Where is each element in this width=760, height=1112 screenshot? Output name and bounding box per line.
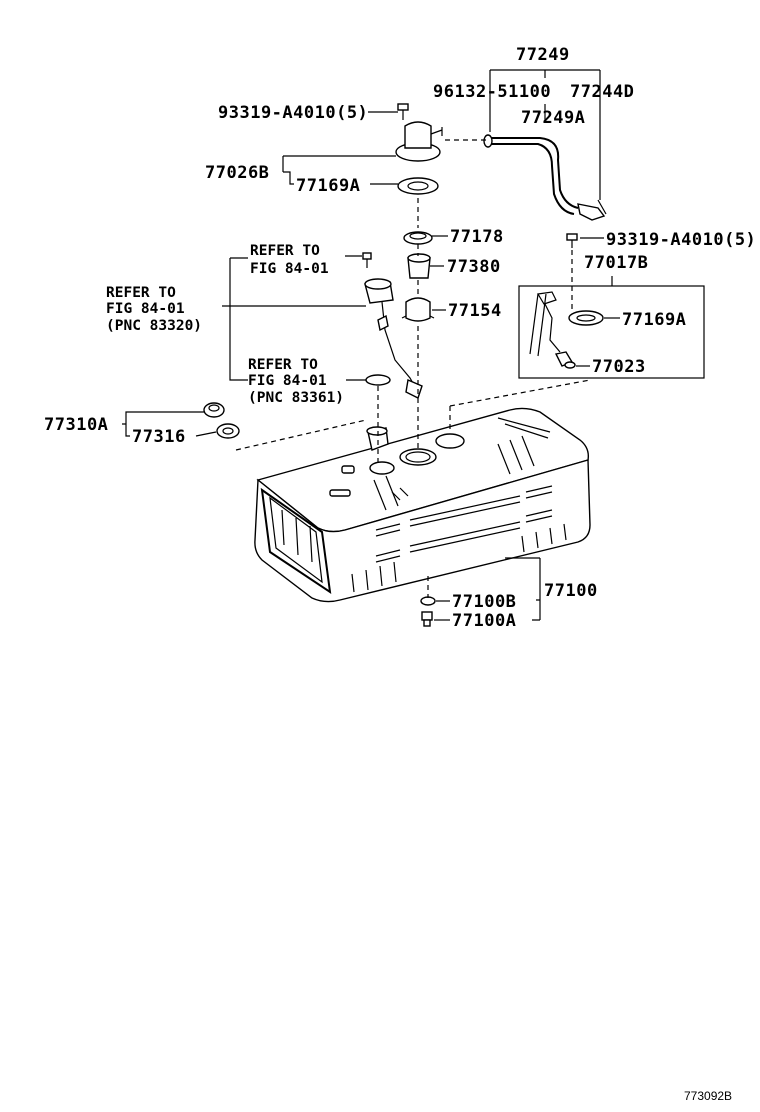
refer-label-3-line2: FIG 84-01 [248,373,327,389]
filler-neck-piece [366,426,389,451]
suction-tube [529,291,561,357]
sender-gauge-assembly [395,121,443,195]
filter-77380 [407,253,431,279]
label-77100b: 77100B [452,592,516,612]
label-77310a: 77310A [44,415,108,435]
label-77017b: 77017B [584,253,648,273]
dash-7 [235,419,367,451]
label-77169a-top: 77169A [296,176,360,196]
label-77178: 77178 [450,227,504,247]
refer-label-1-line1: REFER TO [250,243,320,259]
label-96132-51100: 96132-51100 [433,82,551,102]
clamp-77154 [401,297,435,322]
drain-plug [421,611,433,627]
label-77026b: 77026B [205,163,269,183]
leader-lines [122,69,620,621]
label-77316: 77316 [132,427,186,447]
label-77249: 77249 [516,45,570,65]
label-93319-a4010-right: 93319-A4010(5) [606,230,756,250]
gasket-77316 [216,423,240,439]
refer-label-3-line1: REFER TO [248,357,318,373]
refer-label-2-line3: (PNC 83320) [106,318,202,334]
gasket-77178 [403,231,433,245]
refer-label-3-line3: (PNC 83361) [248,390,344,406]
bolt-top [397,103,409,120]
label-77154: 77154 [448,301,502,321]
gasket-77169a-box [568,310,604,326]
diagram-code: 773092B [684,1089,732,1103]
fitting-77023 [554,351,576,369]
refer-label-1-line2: FIG 84-01 [250,261,329,277]
label-93319-a4010-top: 93319-A4010(5) [218,103,368,123]
label-77380: 77380 [447,257,501,277]
grommet-77310a [203,402,225,418]
refer-label-2-line1: REFER TO [106,285,176,301]
label-77023: 77023 [592,357,646,377]
label-77100a: 77100A [452,611,516,631]
bolt-right [566,233,578,248]
drain-gasket [420,596,436,606]
label-77244d: 77244D [570,82,634,102]
label-77169a-box: 77169A [622,310,686,330]
dash-8 [449,379,591,432]
refer-label-2-line2: FIG 84-01 [106,301,185,317]
breather-hose [483,134,607,221]
label-77100: 77100 [544,581,598,601]
fuel-tank [254,407,591,603]
label-77249a: 77249A [521,108,585,128]
